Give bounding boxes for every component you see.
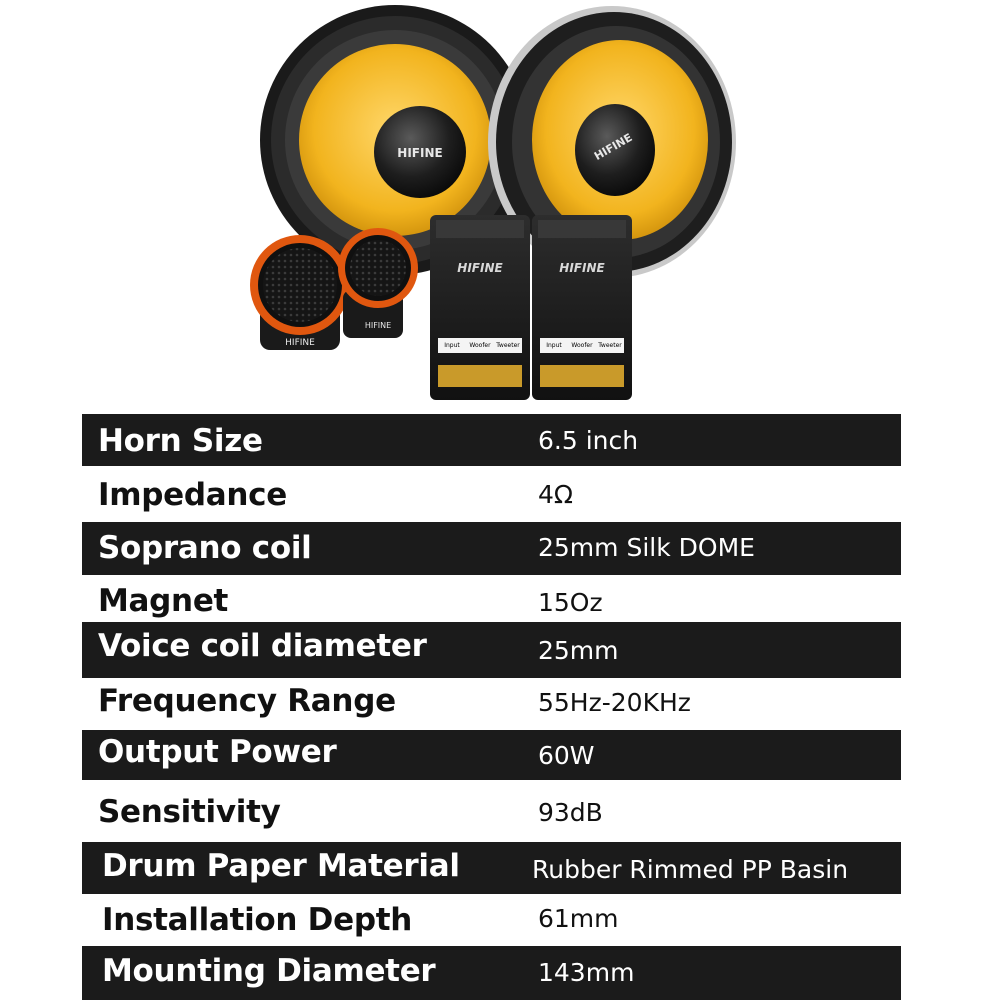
crossover-right-terminal-tweeter: Tweeter <box>597 342 622 349</box>
crossover-right: HIFINE Input Woofer Tweeter <box>532 215 632 400</box>
crossover-left-terminal-tweeter: Tweeter <box>495 342 520 349</box>
spec-label: Installation Depth <box>102 902 413 938</box>
spec-row-sensitivity: Sensitivity 93dB <box>82 780 901 842</box>
spec-row-impedance: Impedance 4Ω <box>82 469 901 521</box>
spec-row-magnet: Magnet 15Oz <box>82 578 901 624</box>
tweeter-left: HIFINE <box>250 235 350 350</box>
spec-label: Mounting Diameter <box>102 953 436 989</box>
spec-label: Output Power <box>98 734 337 770</box>
spec-value: 60W <box>538 741 595 770</box>
spec-value: 143mm <box>538 958 635 987</box>
spec-value: 55Hz-20KHz <box>538 688 691 717</box>
spec-value: 4Ω <box>538 480 574 509</box>
spec-row-horn-size: Horn Size 6.5 inch <box>82 414 901 466</box>
spec-label: Sensitivity <box>98 794 281 830</box>
product-image: HIFINE HIFINE HIFINE HIFINE HIFINE Input… <box>250 5 736 400</box>
spec-label: Frequency Range <box>98 683 396 719</box>
woofer-left-brand: HIFINE <box>397 146 442 160</box>
tweeter-right-brand: HIFINE <box>365 321 391 330</box>
spec-label: Soprano coil <box>98 530 312 566</box>
spec-value: 93dB <box>538 798 603 827</box>
crossover-right-terminal-input: Input <box>546 342 562 349</box>
tweeter-right: HIFINE <box>338 228 418 338</box>
spec-value: 6.5 inch <box>538 426 639 455</box>
crossover-left-terminal-input: Input <box>444 342 460 349</box>
spec-row-mounting-diameter: Mounting Diameter 143mm <box>82 946 901 1000</box>
crossover-left-terminal-woofer: Woofer <box>469 342 491 349</box>
spec-label: Magnet <box>98 583 229 619</box>
woofer-right: HIFINE <box>488 6 736 278</box>
spec-label: Drum Paper Material <box>102 848 460 884</box>
crossover-left-brand: HIFINE <box>457 261 503 275</box>
spec-row-installation-depth: Installation Depth 61mm <box>82 894 901 946</box>
spec-value: 25mm Silk DOME <box>538 533 755 562</box>
crossover-right-brand: HIFINE <box>559 261 605 275</box>
tweeter-left-brand: HIFINE <box>285 338 315 348</box>
spec-value: 25mm <box>538 636 619 665</box>
spec-label: Horn Size <box>98 423 263 459</box>
spec-row-voice-coil-diameter: Voice coil diameter 25mm <box>82 622 901 678</box>
spec-value: 61mm <box>538 904 619 933</box>
spec-row-frequency-range: Frequency Range 55Hz-20KHz <box>82 678 901 730</box>
spec-value: 15Oz <box>538 588 603 617</box>
spec-label: Impedance <box>98 477 287 513</box>
crossover-left: HIFINE Input Woofer Tweeter <box>430 215 530 400</box>
woofer-left: HIFINE <box>260 5 530 275</box>
spec-value: Rubber Rimmed PP Basin <box>532 855 849 884</box>
spec-row-soprano-coil: Soprano coil 25mm Silk DOME <box>82 522 901 575</box>
crossover-right-terminal-woofer: Woofer <box>571 342 593 349</box>
spec-row-output-power: Output Power 60W <box>82 730 901 780</box>
spec-label: Voice coil diameter <box>98 628 427 664</box>
spec-row-drum-paper-material: Drum Paper Material Rubber Rimmed PP Bas… <box>82 842 901 894</box>
